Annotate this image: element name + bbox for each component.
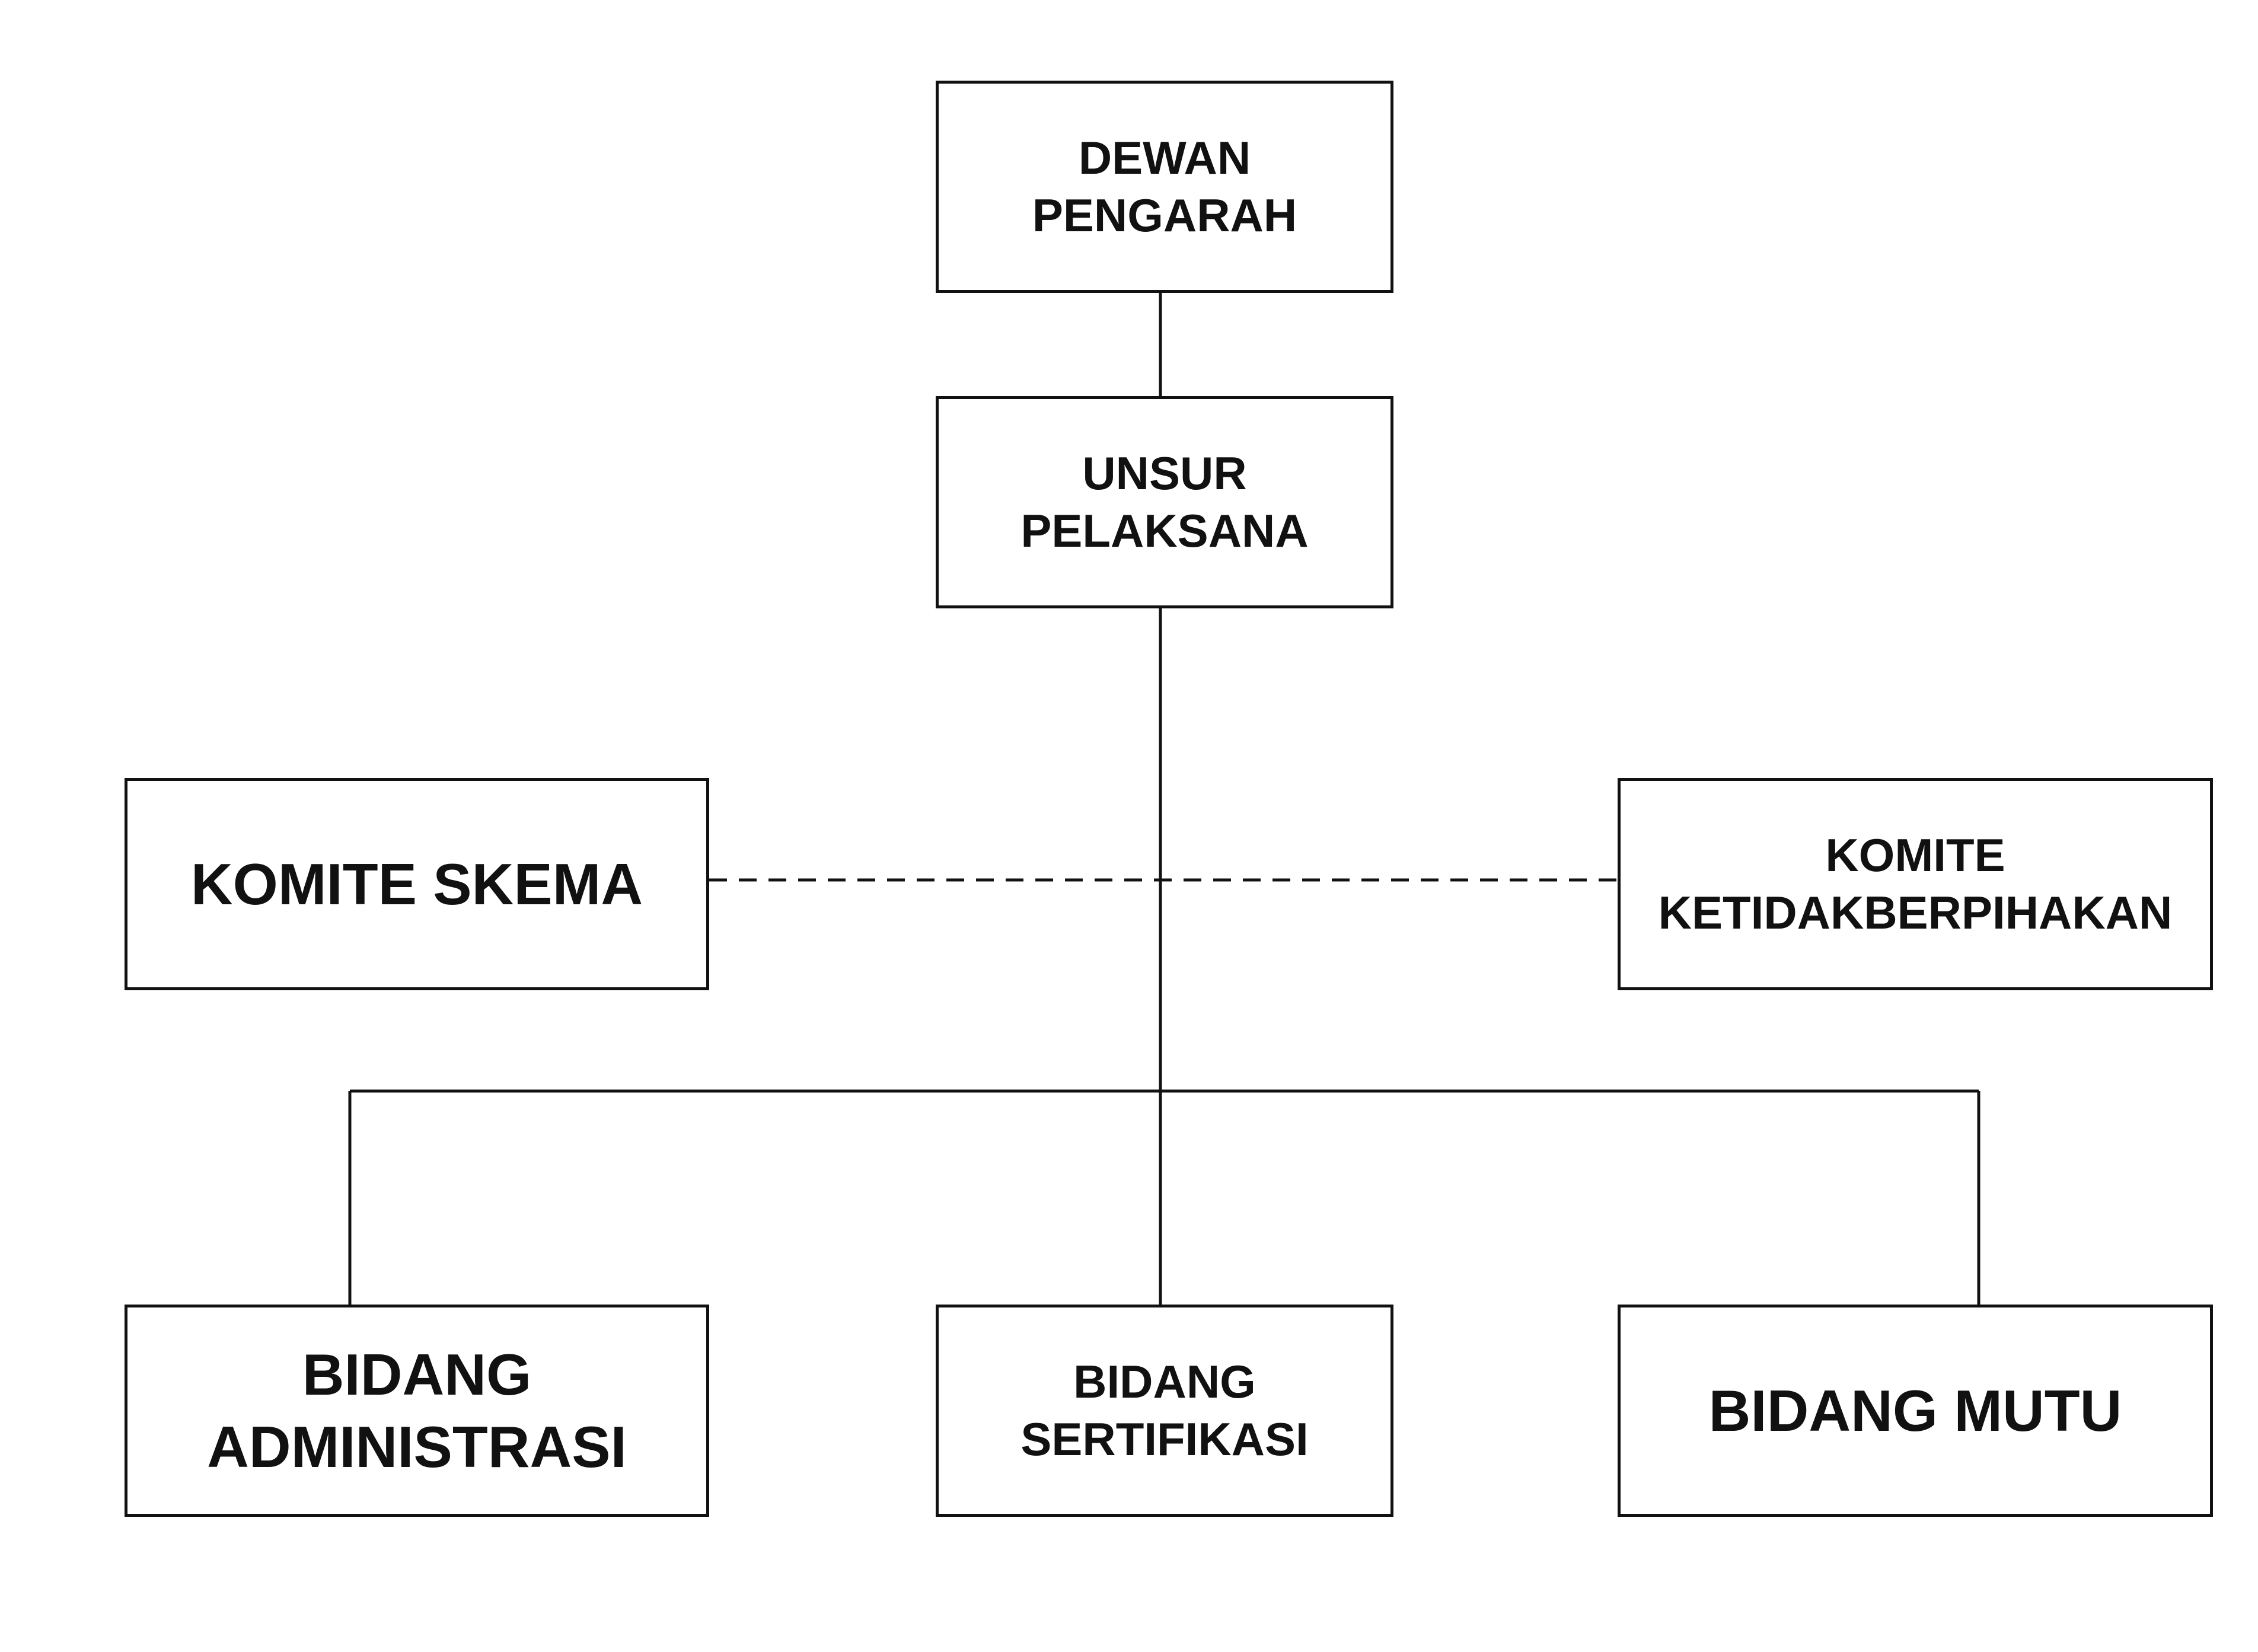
node-komite-ketidakberpihakan: KOMITE KETIDAKBERPIHAKAN <box>1618 778 2213 990</box>
node-bidang-mutu: BIDANG MUTU <box>1618 1305 2213 1517</box>
node-bidang-administrasi: BIDANG ADMINISTRASI <box>125 1305 709 1517</box>
node-bidang-sertifikasi: BIDANG SERTIFIKASI <box>936 1305 1393 1517</box>
node-dewan-pengarah: DEWAN PENGARAH <box>936 81 1393 293</box>
node-komite-skema: KOMITE SKEMA <box>125 778 709 990</box>
node-unsur-pelaksana: UNSUR PELAKSANA <box>936 396 1393 608</box>
